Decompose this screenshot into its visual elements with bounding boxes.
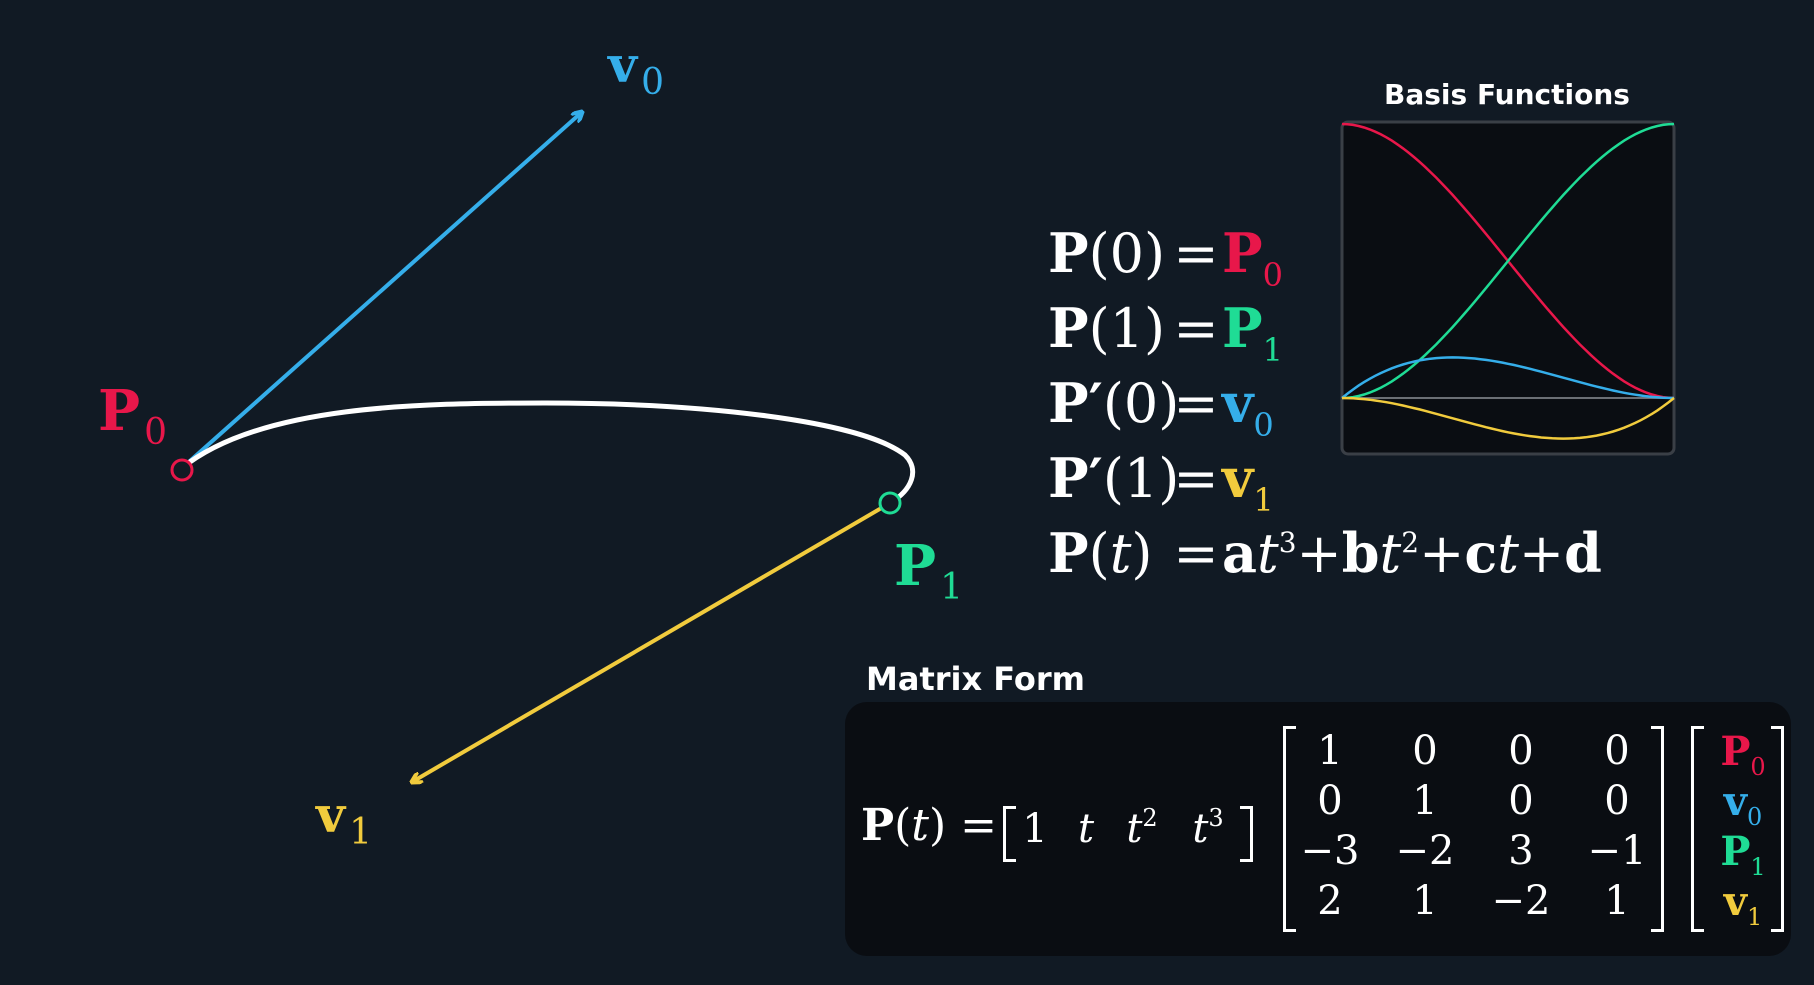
row-vector-left-bracket (1003, 806, 1016, 862)
matrix-cell: 1 (1604, 878, 1630, 924)
equation-polynomial: P(t)=at3+bt2+ct+d (1048, 516, 1602, 591)
tangent-vector-v0 (180, 112, 582, 470)
matrix-lhs: P(t) = (861, 800, 997, 851)
equation-derivative-at-0: P′(0)=v0 (1048, 371, 1274, 444)
matrix-cell: 0 (1604, 778, 1630, 824)
matrix-left-bracket (1283, 726, 1296, 932)
matrix-cell: 2 (1317, 878, 1343, 924)
row-vector-entry: 1 (1022, 806, 1048, 852)
equation-p-at-0: P(0)=P0 (1048, 221, 1283, 294)
matrix-form-title: Matrix Form (866, 660, 1085, 698)
matrix-cell: 1 (1412, 778, 1438, 824)
equation-p-at-1: P(1)=P1 (1048, 296, 1283, 369)
row-vector-entry: t2 (1126, 804, 1158, 852)
hermite-curve (179, 400, 916, 506)
control-point-p0 (170, 458, 194, 482)
matrix-cell: −2 (1491, 878, 1551, 924)
equation-derivative-at-1: P′(1)=v1 (1048, 446, 1274, 519)
basis-plot-frame (1340, 120, 1676, 456)
matrix-cell: 3 (1508, 828, 1534, 874)
interpolation-equations: P(0)=P0 P(1)=P1 P′(0)=v0 P′(1)=v1 P(t)=a… (1048, 216, 1602, 591)
row-vector-entry: t (1077, 806, 1095, 852)
row-vector-entry: t3 (1192, 804, 1224, 852)
matrix-cell: 0 (1508, 778, 1534, 824)
column-vector-p1: P1 (1720, 828, 1766, 881)
control-point-p1 (878, 491, 902, 515)
column-vector-left-bracket (1691, 726, 1704, 932)
basis-functions-plot (1340, 120, 1676, 456)
matrix-cell: 1 (1412, 878, 1438, 924)
matrix-cell: 0 (1412, 728, 1438, 774)
basis-curve-h11 (1341, 396, 1675, 440)
matrix-cell: 0 (1317, 778, 1343, 824)
matrix-cell: −1 (1587, 828, 1647, 874)
column-vector-right-bracket (1771, 726, 1784, 932)
matrix-right-bracket (1651, 726, 1664, 932)
basis-functions-title: Basis Functions (1384, 78, 1630, 111)
matrix-cell: 0 (1508, 728, 1534, 774)
tangent-vector-v1 (412, 501, 892, 782)
matrix-cell: 1 (1317, 728, 1343, 774)
polynomial-rhs: at3+bt2+ct+d (1222, 521, 1602, 585)
row-vector-right-bracket (1240, 806, 1253, 862)
basis-curve-h01 (1341, 122, 1675, 400)
basis-curve-h10 (1341, 356, 1675, 400)
column-vector-v0: v0 (1723, 778, 1763, 831)
matrix-cell: −2 (1395, 828, 1455, 874)
matrix-cell: −3 (1300, 828, 1360, 874)
column-vector-p0: P0 (1720, 728, 1766, 781)
column-vector-v1: v1 (1723, 878, 1763, 931)
matrix-cell: 0 (1604, 728, 1630, 774)
